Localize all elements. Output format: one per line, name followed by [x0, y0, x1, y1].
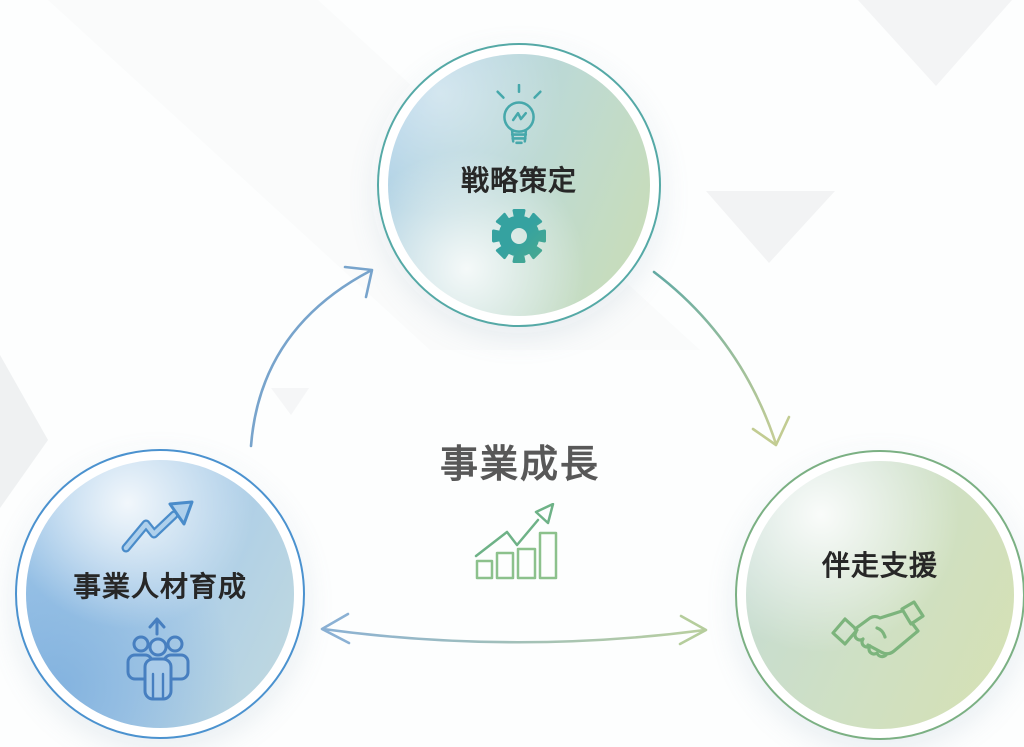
node-support: 伴走支援 — [735, 450, 1024, 740]
arrow-talent-to-strategy — [249, 265, 374, 448]
node-strategy-label: 戦略策定 — [460, 165, 577, 196]
background-chevron-left — [0, 355, 48, 508]
team-growth-icon — [126, 617, 190, 701]
node-talent-disc: 事業人材育成 — [26, 460, 294, 728]
arrow-strategy-to-support — [652, 270, 791, 447]
node-talent-label: 事業人材育成 — [72, 571, 247, 602]
handshake-icon — [831, 599, 925, 658]
background-triangle-top-right — [858, 0, 1012, 86]
arrow-talent-support-bidirectional — [320, 612, 708, 646]
node-support-disc: 伴走支援 — [746, 461, 1014, 729]
node-strategy: 戦略策定 — [377, 43, 661, 327]
center-title: 事業成長 — [439, 444, 600, 486]
lightbulb-icon — [496, 84, 542, 145]
background-triangle-mid-right — [706, 191, 835, 263]
gear-icon — [492, 208, 546, 263]
trend-up-arrow-icon — [121, 500, 194, 553]
growth-chart-icon — [474, 503, 558, 580]
node-strategy-disc: 戦略策定 — [388, 54, 650, 316]
node-support-label: 伴走支援 — [821, 550, 938, 581]
background-triangle-small — [271, 388, 309, 415]
node-talent: 事業人材育成 — [15, 449, 305, 739]
